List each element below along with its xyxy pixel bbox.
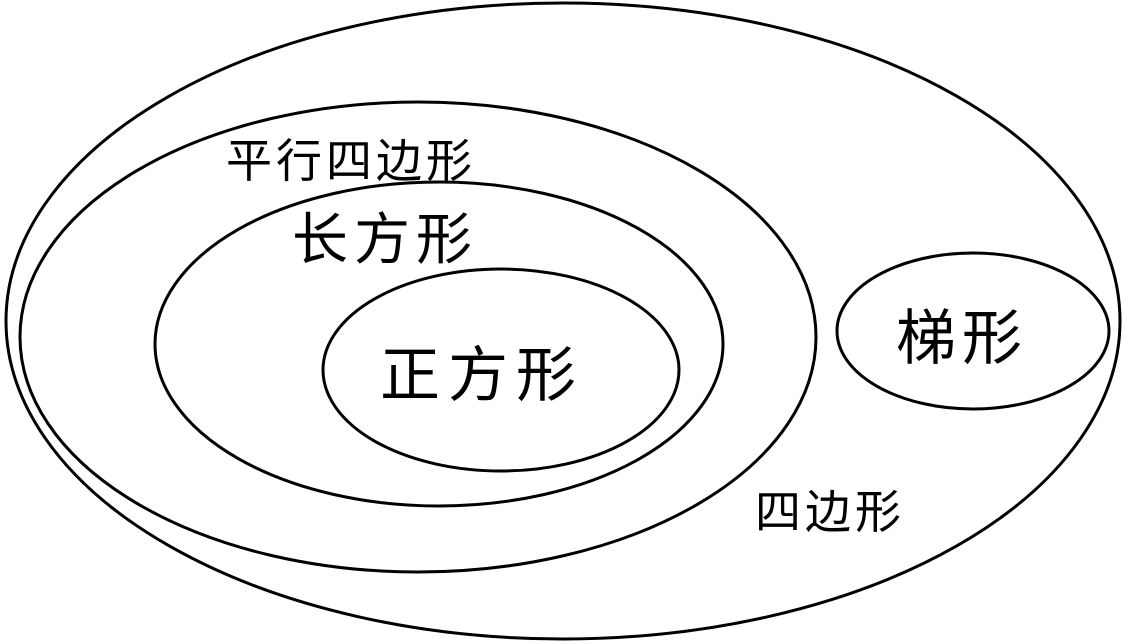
parallelogram-label: 平行四边形 <box>226 134 476 188</box>
rectangle-region <box>153 180 725 508</box>
square-label: 正方形 <box>380 341 584 411</box>
parallelogram-region <box>18 100 818 574</box>
trapezoid-region <box>835 251 1111 411</box>
rectangle-label: 长方形 <box>292 208 478 273</box>
quadrilateral-region <box>4 1 1122 641</box>
quadrilateral-label: 四边形 <box>755 485 905 539</box>
square-region <box>321 267 681 473</box>
trapezoid-label: 梯形 <box>896 304 1028 374</box>
